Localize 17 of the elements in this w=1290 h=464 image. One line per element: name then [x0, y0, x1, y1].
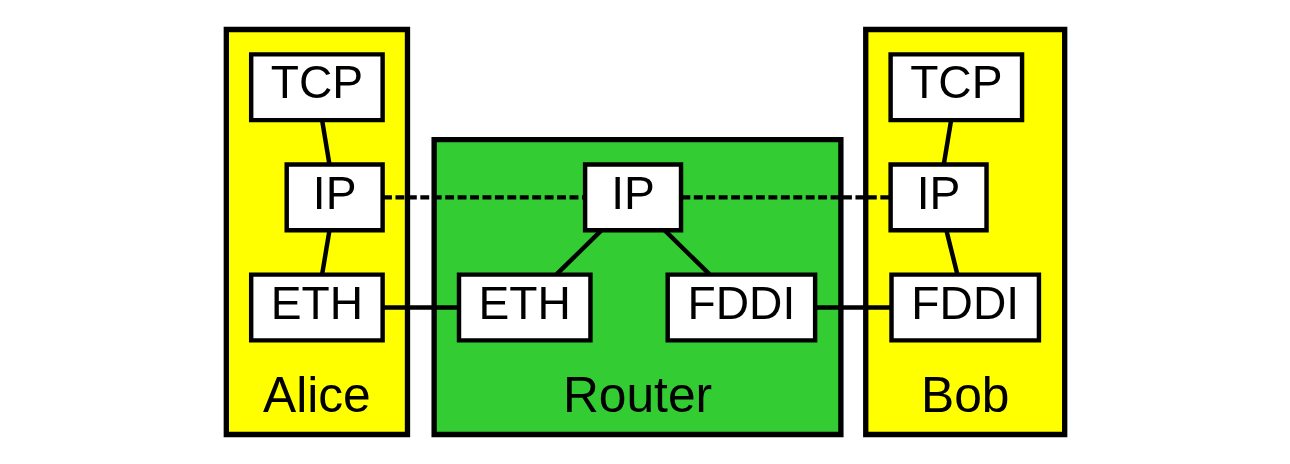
- node-box: TCP: [248, 52, 385, 123]
- connector: [815, 305, 891, 310]
- node-box: FDDI: [665, 272, 817, 343]
- node-box: IP: [887, 162, 989, 233]
- connector: [941, 120, 953, 165]
- node-box: TCP: [887, 52, 1024, 123]
- connector: [680, 195, 890, 200]
- node-box: IP: [582, 162, 683, 233]
- connector: [943, 230, 959, 275]
- node-box: ETH: [248, 272, 385, 343]
- node-box: FDDI: [888, 272, 1041, 343]
- connector: [319, 230, 332, 275]
- connector: [382, 305, 459, 310]
- node-box: IP: [284, 162, 385, 233]
- connector: [382, 195, 585, 200]
- connector: [319, 120, 332, 165]
- node-box: ETH: [456, 272, 593, 343]
